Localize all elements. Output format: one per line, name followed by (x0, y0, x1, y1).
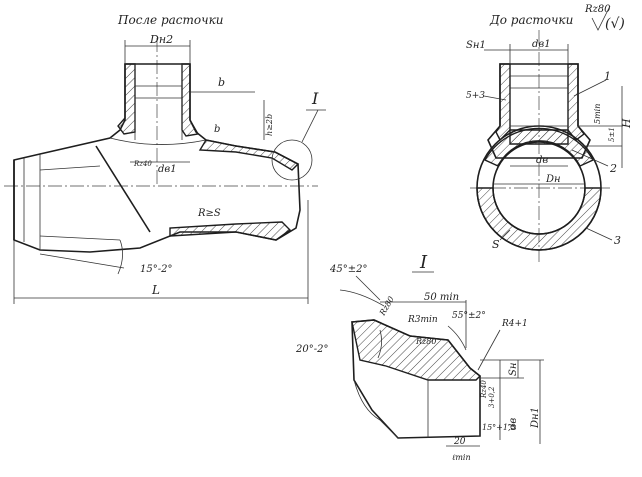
bottom-angle-label: 15°+1,5 (482, 423, 516, 432)
rough-low-label: Rz40 (480, 380, 488, 399)
roughness-mark: Rz80 (√) (584, 4, 625, 32)
angle-arc (117, 239, 123, 275)
roughness-value: Rz80 (584, 4, 611, 15)
pos1-leader (573, 79, 607, 97)
pipe-wall-hatch (476, 187, 602, 251)
pos2-leader (571, 149, 609, 167)
angle-45-leader (355, 275, 381, 301)
dim-h-label: h≥2b (265, 114, 274, 136)
dim-b-label: b (218, 76, 225, 89)
angle-55-label: 55°±2° (452, 311, 486, 321)
boss-wall-left (495, 63, 511, 142)
title-after-boring: После расточки (117, 13, 224, 27)
right-view: Sн1 dв1 5+3 1 H 5min 5±1 2 dв Dн S 3 (466, 30, 633, 262)
boss-wall-right (567, 63, 585, 141)
dim-H-label: H (620, 118, 633, 129)
angle-45-arc (339, 289, 385, 307)
detail-wall-hatch (351, 319, 482, 381)
dim-Dh-label: Dн (545, 174, 561, 185)
chamfer-leader (483, 95, 507, 101)
title-before-boring: До расточки (489, 13, 573, 27)
roughness-check-icon (591, 5, 611, 31)
branch-wall-right (181, 63, 200, 137)
run-wall-top (198, 139, 300, 171)
dim-db-label: dв (536, 155, 548, 166)
branch-saddle (109, 137, 207, 145)
wall-s-leader (499, 229, 511, 241)
angle-label: 15°-2° (140, 264, 172, 275)
detail-callout-label: I (311, 89, 319, 108)
radius-r4-leader (477, 329, 501, 371)
pos2-label: 2 (609, 162, 617, 175)
dim-5min-label: 5min (593, 104, 602, 124)
boss-bore (510, 75, 568, 127)
run-diagonal (95, 145, 151, 233)
dim-dh2-label: Dн2 (149, 33, 173, 46)
dim-dh1-label: Dн1 (530, 407, 541, 429)
angle-20-label: 20°-2° (295, 344, 328, 355)
bottom-dim-label: 20 (453, 437, 466, 447)
boss-web (509, 129, 569, 145)
detail-view: I 50 min 45°±2° Rz80 20°-2° R3min Rz80 5… (295, 252, 544, 462)
angle-55-arc (447, 325, 467, 351)
dim-sh-label: Sн (508, 363, 519, 376)
detail-callout-leader (301, 109, 319, 143)
dim-db-detail-label: dв (508, 418, 519, 430)
run-inner-line (39, 165, 121, 241)
left-rough-label: Rz40 (133, 160, 152, 168)
chamfer-label: 5+3 (466, 91, 485, 101)
detail-bottom-wave (353, 379, 399, 439)
dim-b-label-2: b (214, 124, 220, 135)
wall-s-label: S (492, 238, 500, 251)
left-view: Rz40 dв1 Dн2 b h≥2b b I R≥S 15°-2° L (4, 33, 326, 304)
dim-tol-label: 3+0,2 (488, 386, 496, 408)
radius-3min-label: R3min (407, 315, 438, 325)
pos1-label: 1 (604, 70, 611, 83)
rough-top-label: Rz80 (377, 295, 396, 318)
pos3-leader (585, 227, 613, 241)
rough-mid-label: Rz80 (415, 337, 436, 346)
dim-db1-label: dв1 (532, 39, 551, 50)
detail-callout-circle (271, 139, 313, 181)
pos3-label: 3 (614, 234, 621, 247)
dim-50min-label: 50 min (424, 292, 459, 303)
branch-bore (134, 64, 183, 140)
dim-5pm1-label: 5±1 (608, 127, 616, 142)
dim-sh1-label: Sн1 (466, 40, 486, 51)
angle-leader (39, 253, 125, 269)
angle-45-label: 45°±2° (329, 264, 367, 275)
dim-L-label: L (151, 283, 160, 297)
roughness-symbol: (√) (605, 16, 625, 32)
radius-label: R≥S (197, 208, 221, 219)
left-nose-inner (23, 154, 41, 250)
angle-20-arc (377, 329, 382, 359)
detail-title: I (419, 252, 428, 273)
run-wall-bottom (169, 221, 292, 241)
left-dim-d: dв1 (158, 164, 177, 175)
branch-wall-left (117, 63, 136, 135)
bottom-tol-label: ℓmin (452, 453, 471, 462)
radius-r4-label: R4+1 (501, 319, 528, 329)
